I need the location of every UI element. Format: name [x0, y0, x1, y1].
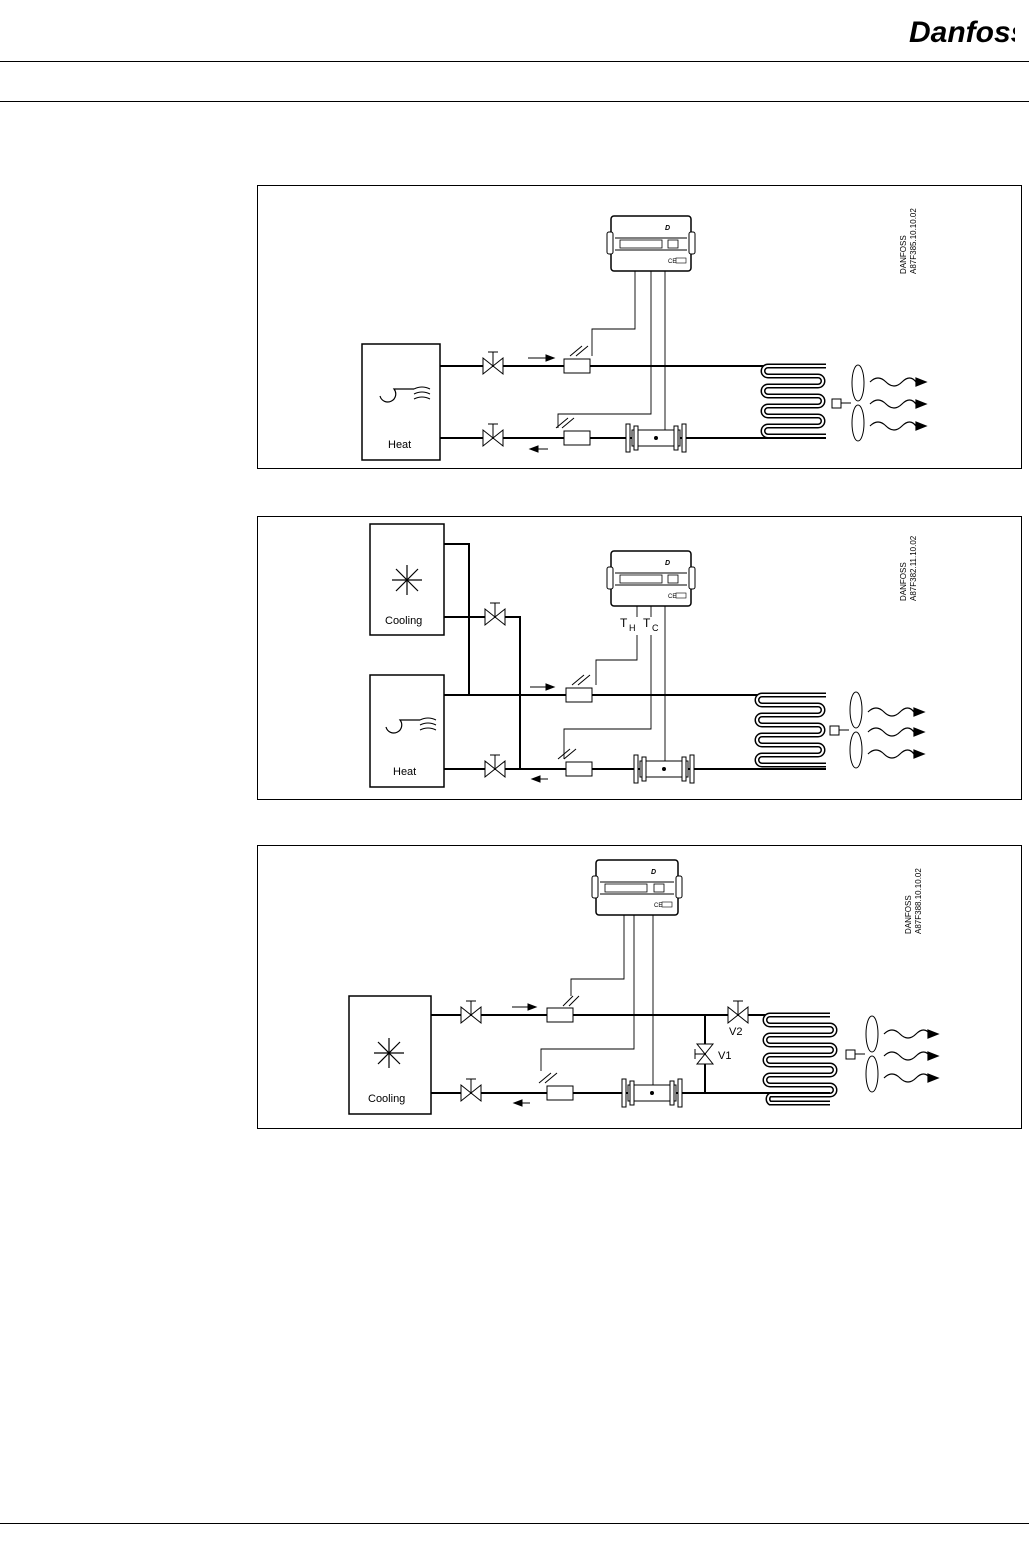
heat-label: Heat: [393, 766, 416, 778]
energy-meter: CE D: [606, 215, 696, 272]
reference-code: DANFOSS A87F382.11.10.02: [899, 535, 918, 601]
heat-label: Heat: [388, 439, 411, 451]
coil-inner: [756, 694, 826, 766]
temperature-sensor-return: [538, 1072, 574, 1101]
airflow-arrows: [883, 1029, 940, 1083]
diagram-heating-cooling: CE D Cooling Heat: [257, 516, 1022, 800]
danfoss-logo: Danfoss: [905, 10, 1027, 57]
cooling-source-box: Cooling: [348, 995, 432, 1115]
svg-text:A87F382.11.10.02: A87F382.11.10.02: [909, 535, 918, 601]
shutoff-valve-supply: [460, 1000, 482, 1025]
header-rule-top: [0, 61, 1029, 62]
signal-wires: [557, 271, 666, 430]
flow-arrows: [530, 683, 556, 783]
heat-source-box: Heat: [361, 343, 441, 461]
cooling-label: Cooling: [385, 615, 422, 627]
shutoff-valve-cooling: [484, 602, 506, 627]
svg-text:H: H: [629, 623, 636, 633]
valve-v1: V1: [694, 1043, 731, 1065]
svg-text:D: D: [651, 869, 656, 876]
energy-meter: CE D: [591, 859, 683, 916]
svg-text:CE: CE: [654, 903, 662, 909]
flow-arrows: [512, 1003, 538, 1107]
coil-inner: [762, 365, 826, 437]
temperature-sensor-return: [557, 748, 593, 777]
svg-text:A87F388.10.10.02: A87F388.10.10.02: [914, 868, 923, 934]
svg-text:D: D: [665, 560, 670, 567]
flow-meter: [633, 754, 695, 784]
svg-text:C: C: [652, 623, 659, 633]
diagram-heating: CE D Heat: [257, 185, 1022, 469]
svg-text:DANFOSS: DANFOSS: [899, 562, 908, 601]
cooling-label: Cooling: [368, 1093, 405, 1105]
temperature-sensor-supply: [563, 345, 591, 374]
logo-text: Danfoss: [909, 16, 1015, 49]
airflow-arrows: [867, 707, 926, 759]
temperature-sensor-supply: [546, 995, 580, 1023]
temperature-sensor-return: [555, 417, 591, 446]
airflow-arrows: [869, 377, 928, 431]
svg-text:CE: CE: [668, 594, 676, 600]
fan: [829, 691, 863, 769]
svg-text:DANFOSS: DANFOSS: [904, 895, 913, 934]
svg-text:T: T: [620, 616, 628, 630]
signal-wires: [540, 915, 654, 1085]
footer-rule: [0, 1523, 1029, 1524]
energy-meter: CE D: [606, 550, 696, 607]
flow-meter: [625, 423, 687, 453]
temperature-sensor-supply: [565, 674, 593, 703]
shutoff-valve-supply: [482, 351, 504, 376]
flow-arrows: [528, 354, 556, 453]
valve-v1-label: V1: [718, 1050, 731, 1062]
shutoff-valve-return: [460, 1078, 482, 1103]
shutoff-valve-return: [482, 423, 504, 448]
flow-meter: [621, 1078, 683, 1108]
svg-text:A87F385.10.10.02: A87F385.10.10.02: [909, 208, 918, 274]
cooling-source-box: Cooling: [369, 523, 445, 636]
svg-text:D: D: [665, 225, 670, 232]
heat-source-box: Heat: [369, 674, 445, 788]
coil: [762, 1012, 838, 1106]
header-rule-bottom: [0, 101, 1029, 102]
sensor-labels: T H T C: [620, 616, 659, 633]
svg-text:DANFOSS: DANFOSS: [899, 235, 908, 274]
coil-inner: [764, 1014, 836, 1104]
diagram-cooling-bypass: CE D Cooling: [257, 845, 1022, 1129]
reference-code: DANFOSS A87F388.10.10.02: [904, 868, 923, 934]
fan: [831, 364, 865, 442]
svg-text:T: T: [643, 616, 651, 630]
svg-text:CE: CE: [668, 259, 676, 265]
valve-v2-label: V2: [729, 1026, 742, 1038]
valve-v2: V2: [727, 1000, 749, 1038]
fan: [845, 1015, 879, 1093]
reference-code: DANFOSS A87F385.10.10.02: [899, 208, 918, 274]
signal-wires: [563, 606, 666, 761]
shutoff-valve-return: [484, 754, 506, 779]
